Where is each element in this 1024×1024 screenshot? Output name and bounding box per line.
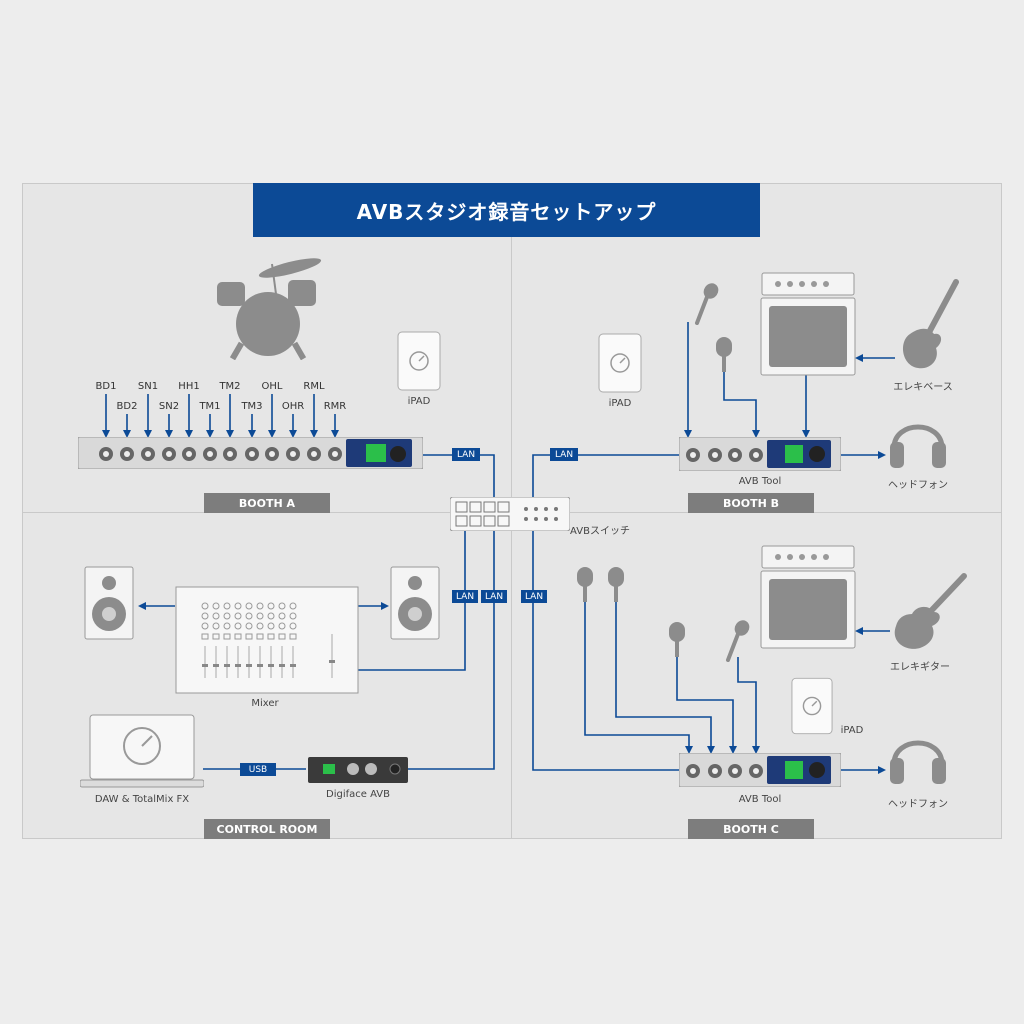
channel-label: BD1: [95, 381, 117, 392]
zone-label-control-room: CONTROL ROOM: [204, 819, 330, 839]
microphone-icon: [608, 567, 624, 602]
channel-label: HH1: [178, 381, 200, 392]
usb-tag: USB: [240, 763, 276, 776]
microphone-icon: [726, 620, 750, 662]
avb-tool-label-c: AVB Tool: [738, 794, 782, 805]
headphones-icon: [890, 740, 946, 784]
vertical-divider: [511, 237, 512, 839]
bass-label: エレキベース: [893, 382, 953, 393]
ipad-icon: [598, 333, 642, 393]
ipad-label-a: iPAD: [407, 396, 431, 407]
channel-label: SN2: [158, 401, 180, 412]
channel-label: OHR: [281, 401, 305, 412]
channel-label: RML: [303, 381, 325, 392]
diagram-title: AVBスタジオ録音セットアップ: [253, 183, 760, 237]
amplifier-icon: [760, 545, 856, 649]
avb-tool-c: [679, 753, 841, 787]
monitor-speaker-icon: [84, 566, 134, 640]
laptop-icon: [80, 714, 204, 788]
headphone-label-c: ヘッドフォン: [888, 799, 948, 810]
headphone-label-b: ヘッドフォン: [888, 480, 948, 491]
mixer-label: Mixer: [251, 698, 279, 709]
channel-label: TM3: [241, 401, 263, 412]
electric-guitar-icon: [894, 573, 967, 649]
mixer-icon: [175, 586, 359, 694]
avb-interface-a: [78, 437, 423, 469]
zone-label-booth-c: BOOTH C: [688, 819, 814, 839]
lan-tag: LAN: [452, 590, 478, 603]
guitar-label: エレキギター: [890, 662, 950, 673]
avb-switch-icon: [450, 497, 570, 531]
ipad-icon: [791, 677, 833, 735]
channel-label: TM1: [199, 401, 221, 412]
amplifier-icon: [760, 272, 856, 376]
lan-tag: LAN: [452, 448, 480, 461]
ipad-icon: [397, 331, 441, 391]
bass-guitar-icon: [903, 279, 959, 369]
avb-tool-label-b: AVB Tool: [738, 476, 782, 487]
lan-tag: LAN: [481, 590, 507, 603]
zone-label-booth-a: BOOTH A: [204, 493, 330, 513]
channel-label: SN1: [137, 381, 159, 392]
headphones-icon: [890, 424, 946, 468]
ipad-label-c: iPAD: [840, 725, 864, 736]
lan-tag: LAN: [521, 590, 547, 603]
drum-kit-icon: [217, 258, 322, 360]
lan-tag: LAN: [550, 448, 578, 461]
digiface-avb-icon: [308, 757, 408, 783]
avb-tool-b: [679, 437, 841, 471]
microphone-icon: [577, 567, 593, 602]
channel-label: TM2: [219, 381, 241, 392]
channel-label: BD2: [116, 401, 138, 412]
microphone-icon: [716, 337, 732, 372]
channel-label: RMR: [323, 401, 347, 412]
zone-label-booth-b: BOOTH B: [688, 493, 814, 513]
daw-label: DAW & TotalMix FX: [94, 794, 190, 805]
channel-label: OHL: [261, 381, 283, 392]
microphone-icon: [669, 622, 685, 657]
switch-label: AVBスイッチ: [570, 526, 630, 537]
ipad-label-b: iPAD: [608, 398, 632, 409]
digiface-label: Digiface AVB: [326, 789, 390, 800]
microphone-icon: [695, 283, 719, 325]
monitor-speaker-icon: [390, 566, 440, 640]
